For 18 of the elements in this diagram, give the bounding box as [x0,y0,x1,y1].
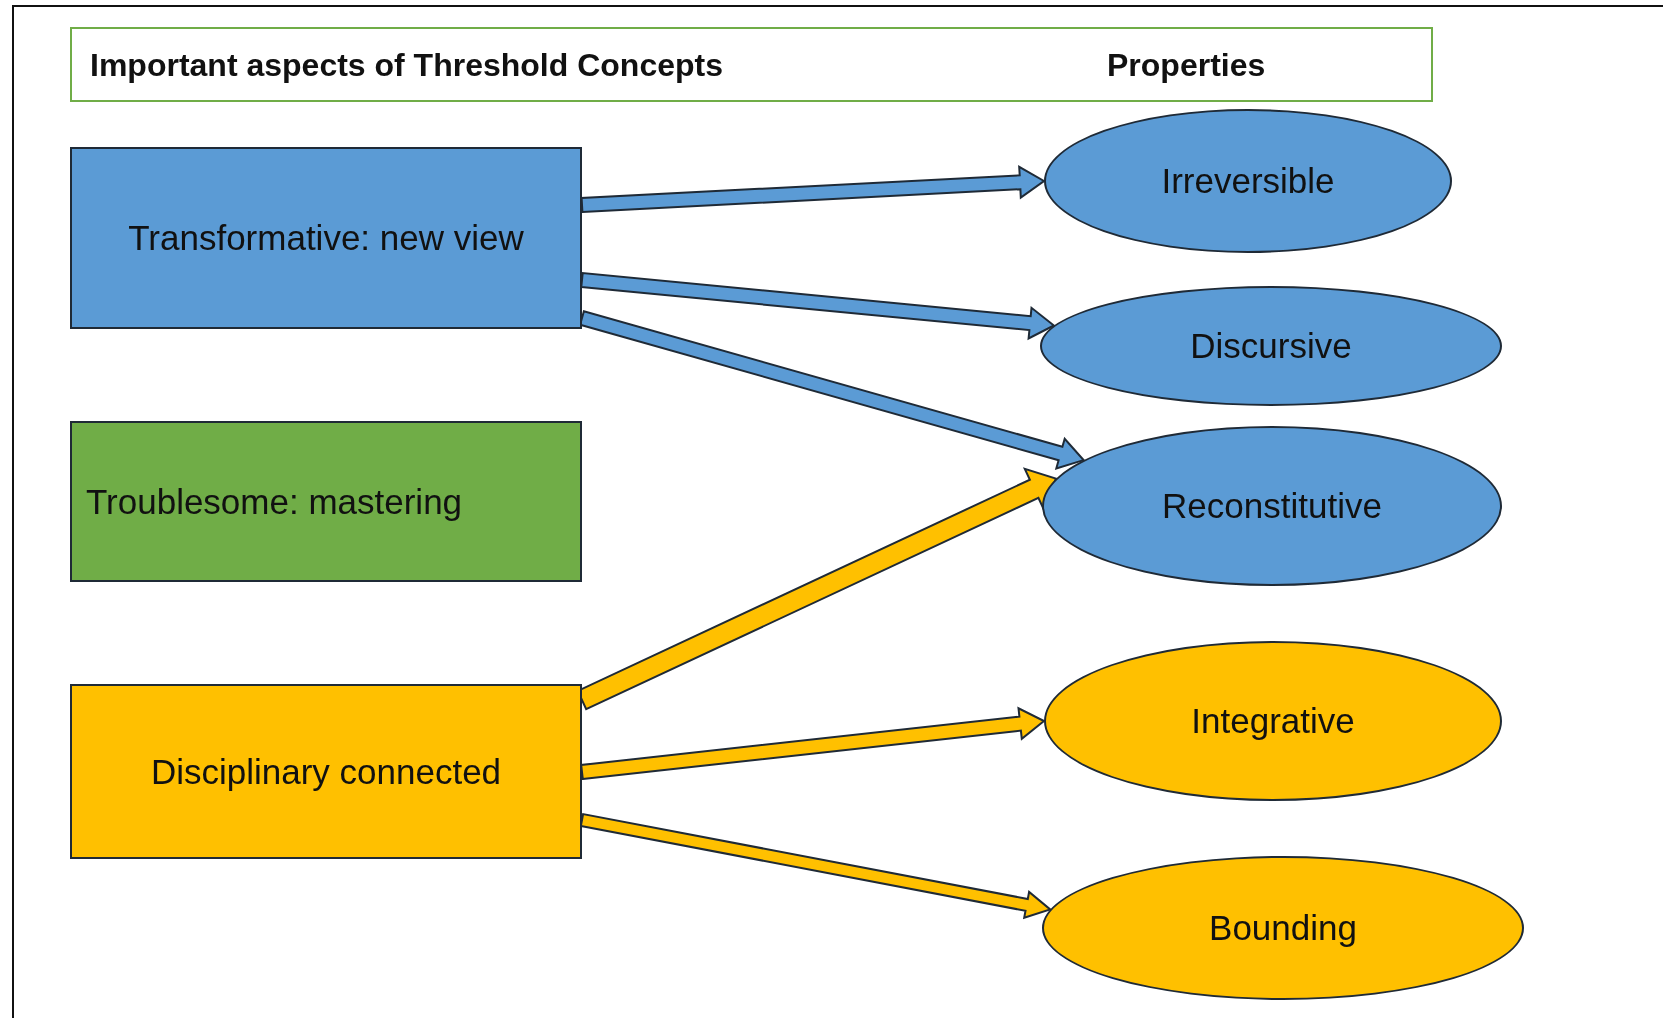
header-box [70,27,1433,102]
block-arrow [579,812,1053,920]
aspect-label: Disciplinary connected [150,751,502,792]
column-heading: Properties [1107,46,1266,83]
aspect-label: Troublesome: mastering [86,481,463,522]
block-arrow [580,271,1056,341]
aspect-box [70,684,582,859]
block-arrow [580,165,1046,214]
property-label: Reconstitutive [1162,486,1382,526]
property-label: Irreversible [1161,161,1335,201]
aspect-label: Transformative: new view [128,218,524,258]
block-arrow [580,706,1046,781]
aspect-box [70,421,582,582]
aspect-box [70,147,582,329]
property-label: Discursive [1190,326,1352,366]
column-heading: Important aspects of Threshold Concepts [90,46,723,83]
property-label: Integrative [1191,701,1355,741]
property-label: Bounding [1209,908,1357,948]
